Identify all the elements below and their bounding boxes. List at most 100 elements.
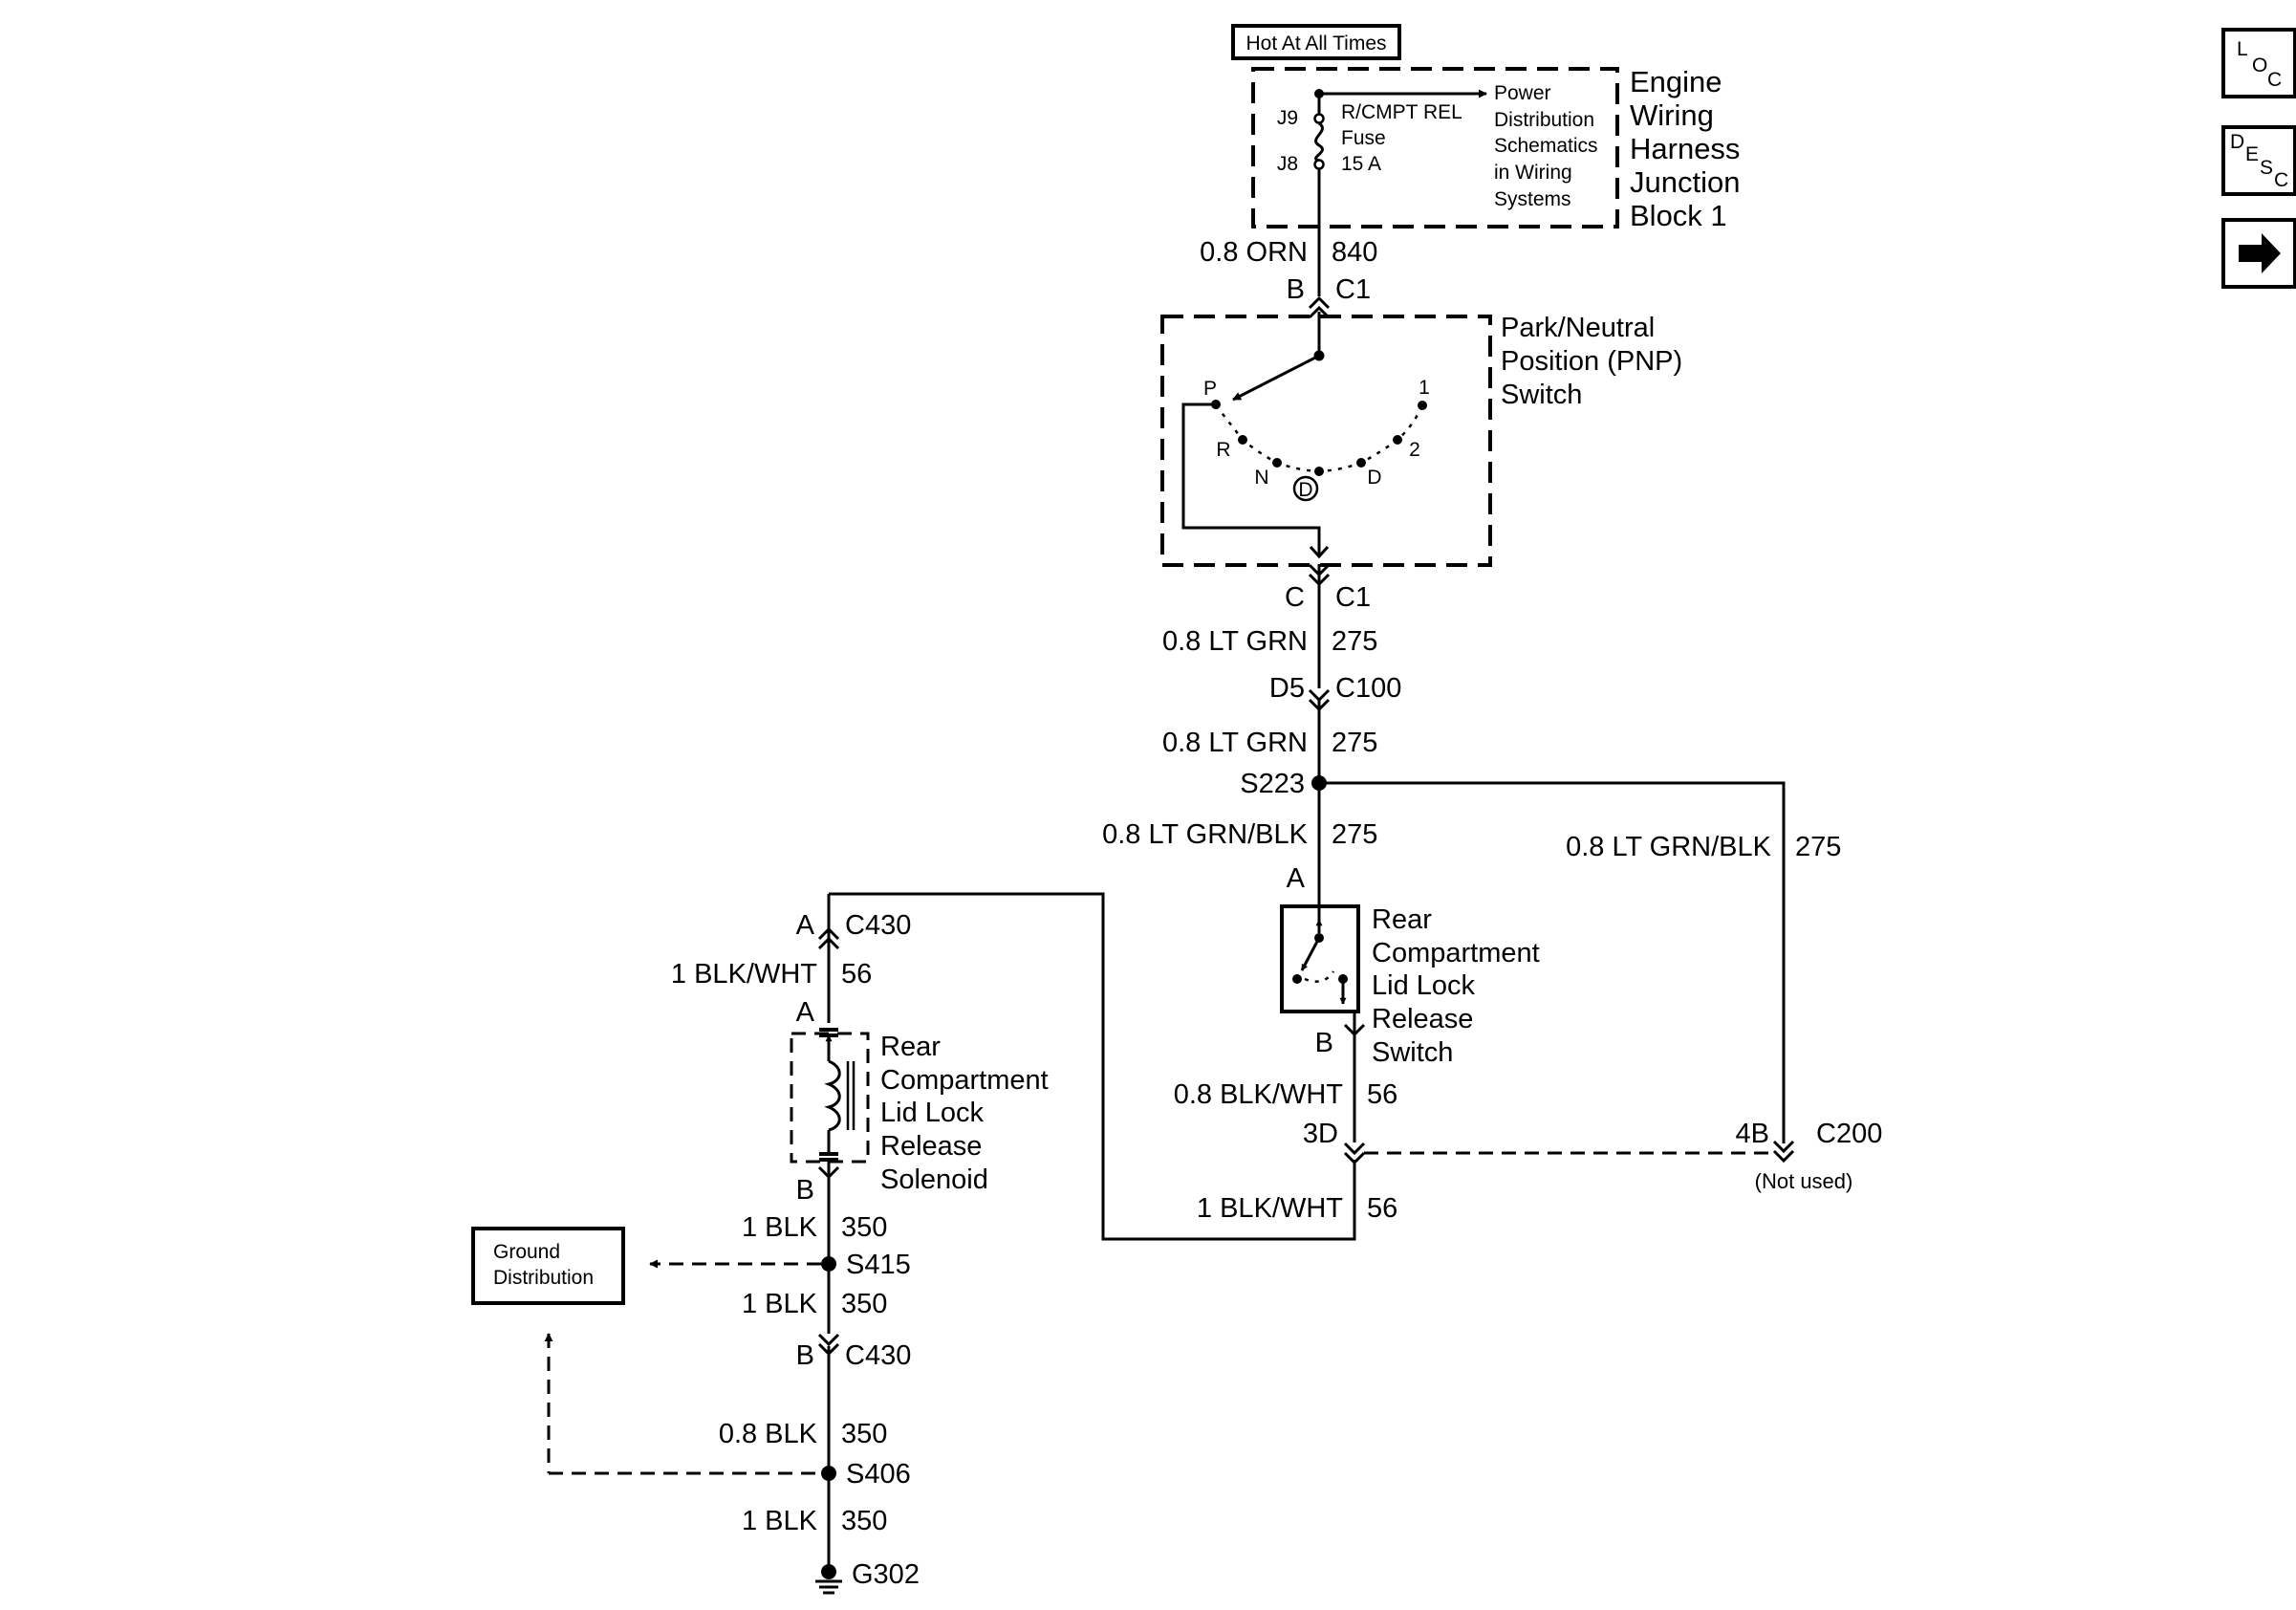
pnp-switch-boundary — [1160, 315, 1492, 567]
wire-275-lt-grn-blk-branch — [1319, 781, 1786, 1143]
pnp-switch-name: Park/Neutral Position (PNP) Switch — [1501, 313, 1682, 410]
svg-text:Park/Neutral: Park/Neutral — [1501, 313, 1655, 343]
wire-840-gauge: 0.8 ORN — [1200, 237, 1308, 268]
splice-s415 — [821, 1256, 836, 1272]
power-ref-line: Distribution — [1494, 109, 1594, 131]
wire-56b-gauge: 1 BLK/WHT — [1197, 1193, 1343, 1224]
c100-pin: D5 — [1269, 673, 1305, 704]
splice-s406-label: S406 — [846, 1459, 911, 1490]
svg-text:Compartment: Compartment — [880, 1065, 1049, 1096]
svg-text:Switch: Switch — [1372, 1037, 1453, 1068]
hot-at-all-times-label: Hot At All Times — [1245, 33, 1386, 54]
wire-56b-circuit: 56 — [1367, 1193, 1397, 1224]
release-switch — [1280, 904, 1360, 1013]
wire-350d-gauge: 1 BLK — [742, 1506, 818, 1536]
power-ref-line: Schematics — [1494, 135, 1598, 157]
wire-350d-circuit: 350 — [841, 1506, 887, 1536]
connector-c100-icon — [1308, 688, 1331, 703]
release-switch-out-pin: B — [1315, 1028, 1333, 1058]
svg-text:Switch: Switch — [1501, 380, 1582, 410]
solenoid-name: Rear Compartment Lid Lock Release Soleno… — [880, 1032, 1049, 1195]
wire-350b-circuit: 350 — [841, 1289, 887, 1319]
splice-s406 — [821, 1466, 836, 1481]
svg-text:Harness: Harness — [1630, 132, 1740, 165]
pnp-pos-2: 2 — [1409, 439, 1420, 461]
connector-pnp-in-icon — [1308, 295, 1331, 310]
wire-350a-circuit: 350 — [841, 1212, 887, 1243]
c100-conn: C100 — [1335, 673, 1401, 704]
pnp-in-pin: B — [1287, 274, 1305, 305]
junction-block-boundary — [1251, 67, 1619, 228]
lid-lock-release-solenoid — [790, 1028, 870, 1164]
connector-c430-bottom-icon — [817, 1333, 840, 1347]
pnp-pos-n: N — [1254, 467, 1268, 489]
release-switch-name: Rear Compartment Lid Lock Release Switch — [1372, 904, 1540, 1068]
svg-text:D: D — [2230, 131, 2244, 153]
c430-top-pin: A — [796, 910, 815, 941]
c200-pin-left: 3D — [1303, 1119, 1338, 1149]
svg-text:O: O — [2252, 54, 2267, 76]
wire-275b-gauge: 0.8 LT GRN — [1162, 728, 1308, 758]
power-ref-line: in Wiring — [1494, 162, 1572, 184]
wire-275a-gauge: 0.8 LT GRN — [1162, 626, 1308, 657]
ground-g302-icon — [815, 1564, 842, 1595]
junction-block-name: Engine Wiring Harness Junction Block 1 — [1630, 65, 1740, 232]
wire-840-circuit: 840 — [1332, 237, 1377, 268]
wire-56a-gauge: 0.8 BLK/WHT — [1174, 1079, 1344, 1110]
release-switch-arm — [1300, 937, 1321, 971]
fuse-name: R/CMPT REL — [1341, 101, 1462, 123]
solenoid-out-pin: B — [796, 1175, 814, 1206]
svg-text:Rear: Rear — [1372, 904, 1432, 935]
pnp-pos-r: R — [1216, 439, 1230, 461]
fuse-word: Fuse — [1341, 127, 1386, 149]
fuse-terminal-j8 — [1313, 159, 1325, 170]
hot-at-all-times-box: Hot At All Times — [1231, 24, 1401, 60]
svg-text:Wiring: Wiring — [1630, 98, 1714, 132]
pnp-in-conn: C1 — [1335, 274, 1371, 305]
c200-conn: C200 — [1816, 1119, 1882, 1149]
wire-275d-circuit: 275 — [1795, 832, 1841, 862]
pnp-pos-d: D — [1367, 467, 1381, 489]
next-page-button[interactable] — [2221, 218, 2296, 289]
wire-56-blk-wht-b — [829, 892, 1356, 1241]
svg-text:Ground: Ground — [493, 1241, 560, 1263]
c200-note: (Not used) — [1755, 1169, 1853, 1193]
svg-text:Solenoid: Solenoid — [880, 1164, 988, 1195]
fuse-rating: 15 A — [1341, 153, 1381, 175]
fuse-icon — [1314, 121, 1324, 163]
svg-text:Compartment: Compartment — [1372, 938, 1540, 968]
svg-text:Distribution: Distribution — [493, 1267, 594, 1289]
wire-275b-circuit: 275 — [1332, 728, 1377, 758]
fuse-terminal-j9 — [1313, 113, 1325, 124]
svg-text:L: L — [2237, 38, 2248, 60]
pnp-out-conn: C1 — [1335, 582, 1371, 613]
svg-text:Rear: Rear — [880, 1032, 941, 1062]
right-arrow-icon — [2239, 233, 2281, 273]
loc-button[interactable]: L O C — [2221, 28, 2296, 98]
pnp-pos-p: P — [1203, 378, 1217, 400]
fuse-j8-label: J8 — [1277, 153, 1298, 175]
pnp-pos-1: 1 — [1419, 377, 1430, 399]
ground-g302-label: G302 — [852, 1559, 920, 1590]
wire-56a-circuit: 56 — [1367, 1079, 1397, 1110]
junction-block-1: J9 J8 R/CMPT REL Fuse 15 A Power Distrib… — [1251, 67, 1619, 228]
splice-s415-label: S415 — [846, 1250, 911, 1280]
svg-text:Junction: Junction — [1630, 165, 1740, 199]
pnp-switch-arm — [1232, 354, 1320, 402]
pnp-pos-overdrive: D — [1298, 479, 1312, 501]
fuse-j9-label: J9 — [1277, 107, 1298, 129]
desc-button[interactable]: D E S C — [2221, 125, 2296, 196]
svg-text:Engine: Engine — [1630, 65, 1722, 98]
splice-s223-label: S223 — [1240, 769, 1305, 799]
power-ref-line: Systems — [1494, 188, 1571, 210]
svg-text:Release: Release — [1372, 1004, 1473, 1034]
c430-bottom-conn: C430 — [845, 1340, 911, 1371]
pnp-out-pin: C — [1285, 582, 1305, 613]
wire-350c-circuit: 350 — [841, 1419, 887, 1449]
svg-text:Block 1: Block 1 — [1630, 199, 1727, 232]
wire-56c-gauge: 1 BLK/WHT — [671, 959, 817, 990]
wire-350c-gauge: 0.8 BLK — [719, 1419, 818, 1449]
pnp-park-contact — [1181, 402, 1321, 555]
pnp-overdrive-icon — [1292, 475, 1319, 502]
